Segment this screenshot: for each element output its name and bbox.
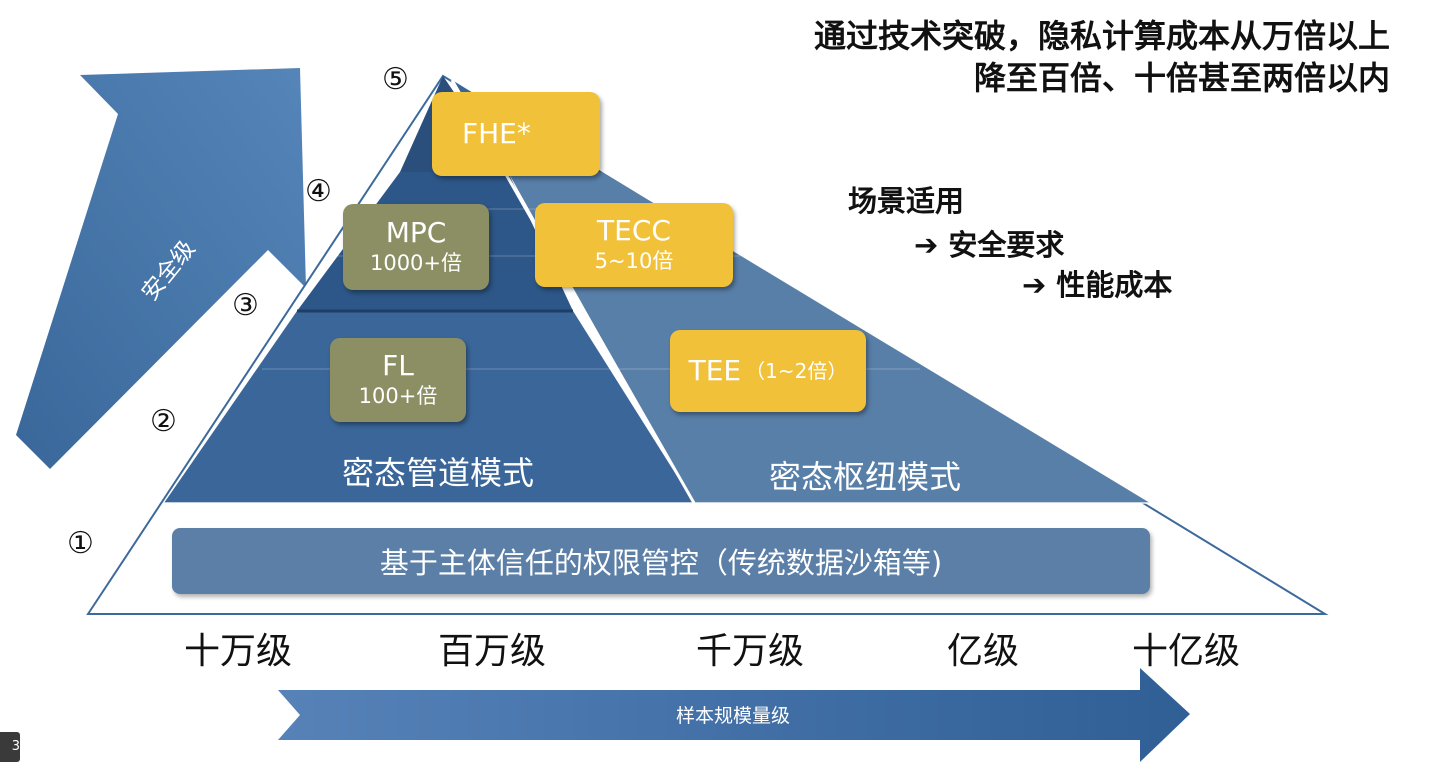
scenario-item-label: 性能成本 [1056,268,1173,302]
security-arrow [16,68,306,469]
scale-arrow [278,668,1190,762]
base-tier-bar: 基于主体信任的权限管控（传统数据沙箱等) [172,528,1150,594]
tech-name: MPC [385,216,447,249]
headline-line-1: 通过技术突破，隐私计算成本从万倍以上 [813,17,1390,55]
tech-box-fhe: FHE* [432,92,600,176]
hub-mode-label: 密态枢纽模式 [768,458,962,496]
tech-box-tee: TEE （1~2倍） [670,330,866,412]
tech-box-fl: FL 100+倍 [330,338,466,422]
level-marker-2: ② [150,404,177,439]
tech-cost: 100+倍 [358,384,438,408]
tech-name: FHE* [462,117,531,150]
tech-cost: 5~10倍 [594,249,674,273]
level-marker-4: ④ [305,174,332,209]
tech-name: TEE [688,354,742,387]
tech-name: TECC [597,214,671,247]
pipeline-mode-label: 密态管道模式 [341,454,535,492]
level-marker-3: ③ [232,288,259,323]
tech-name: FL [382,349,414,382]
scenario-title: 场景适用 [848,184,965,218]
level-marker-5: ⑤ [382,62,409,97]
tech-cost: （1~2倍） [745,359,848,383]
scenario-item-security: ➔ 安全要求 [914,222,1064,264]
scale-label-100k: 十万级 [183,631,293,672]
scale-arrow-label: 样本规模量级 [675,705,791,727]
level-marker-1: ① [67,526,94,561]
scale-label-1b: 十亿级 [1131,631,1241,672]
scale-label-1m: 百万级 [437,631,547,672]
scenario-item-performance: ➔ 性能成本 [1022,262,1172,304]
scale-label-10m: 千万级 [695,631,805,672]
scenario-item-label: 安全要求 [948,228,1065,262]
page-number: 3 [0,732,20,762]
tech-box-tecc: TECC 5~10倍 [535,203,733,287]
headline-line-2: 降至百倍、十倍甚至两倍以内 [973,59,1390,97]
tech-box-mpc: MPC 1000+倍 [343,204,489,290]
scale-label-100m: 亿级 [946,631,1020,672]
tech-cost: 1000+倍 [369,251,463,275]
arrow-right-icon: ➔ [914,228,939,262]
arrow-right-icon: ➔ [1022,268,1047,302]
